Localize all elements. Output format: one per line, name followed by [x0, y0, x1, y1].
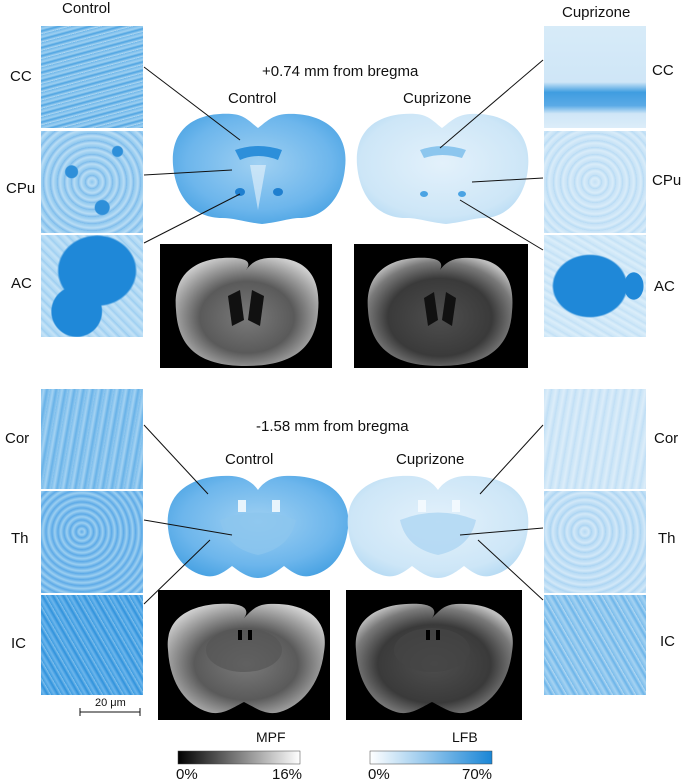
micrograph-control-cpu: [40, 130, 144, 234]
lfb-colorbar: [369, 750, 493, 765]
top-cuprizone-mri-panel: [354, 244, 528, 368]
micrograph-control-th: [40, 490, 144, 594]
top-right-header: Cuprizone: [562, 4, 631, 21]
label-ac-right: AC: [654, 278, 675, 295]
top-center-control-label: Control: [228, 90, 277, 107]
micrograph-control-cc: [40, 25, 144, 129]
label-cor-left: Cor: [5, 430, 30, 447]
mpf-colorbar-max: 16%: [272, 766, 303, 783]
scale-bar-label: 20 μm: [95, 697, 126, 709]
bottom-control-mri-panel: [158, 590, 330, 720]
label-cor-right: Cor: [654, 430, 679, 447]
mpf-colorbar-title: MPF: [256, 729, 286, 745]
micrograph-cuprizone-th: [543, 490, 647, 594]
lfb-colorbar-min: 0%: [368, 766, 390, 783]
top-control-lfb-section: [172, 113, 346, 224]
top-center-cuprizone-label: Cuprizone: [403, 90, 472, 107]
bottom-bregma-label: -1.58 mm from bregma: [256, 418, 409, 435]
micrograph-cuprizone-cor: [543, 388, 647, 490]
bottom-center-cuprizone-label: Cuprizone: [396, 451, 465, 468]
label-cc-left: CC: [10, 68, 32, 85]
scale-bar-line: [79, 708, 141, 716]
label-ic-right: IC: [660, 633, 675, 650]
lfb-colorbar-title: LFB: [452, 729, 478, 745]
micrograph-cuprizone-ac: [543, 234, 647, 338]
micrograph-control-ic: [40, 594, 144, 696]
bottom-cuprizone-lfb-section: [347, 475, 529, 578]
label-cpu-left: CPu: [6, 180, 36, 197]
top-left-header: Control: [62, 0, 111, 17]
label-cc-right: CC: [652, 62, 674, 79]
label-th-right: Th: [658, 530, 676, 547]
top-control-mri-panel: [160, 244, 332, 368]
micrograph-control-ac: [40, 234, 144, 338]
label-th-left: Th: [11, 530, 29, 547]
top-cuprizone-lfb-section: [356, 113, 529, 224]
bottom-control-lfb-section: [167, 475, 349, 578]
lfb-colorbar-max: 70%: [462, 766, 493, 783]
mpf-colorbar-min: 0%: [176, 766, 198, 783]
micrograph-cuprizone-cc: [543, 25, 647, 129]
micrograph-cuprizone-cpu: [543, 130, 647, 234]
label-ac-left: AC: [11, 275, 32, 292]
top-bregma-label: +0.74 mm from bregma: [262, 63, 419, 80]
label-cpu-right: CPu: [652, 172, 682, 189]
mpf-colorbar: [177, 750, 301, 765]
label-ic-left: IC: [11, 635, 26, 652]
bottom-cuprizone-mri-panel: [346, 590, 522, 720]
micrograph-control-cor: [40, 388, 144, 490]
connector-lines: [143, 59, 544, 605]
micrograph-cuprizone-ic: [543, 594, 647, 696]
bottom-center-control-label: Control: [225, 451, 274, 468]
